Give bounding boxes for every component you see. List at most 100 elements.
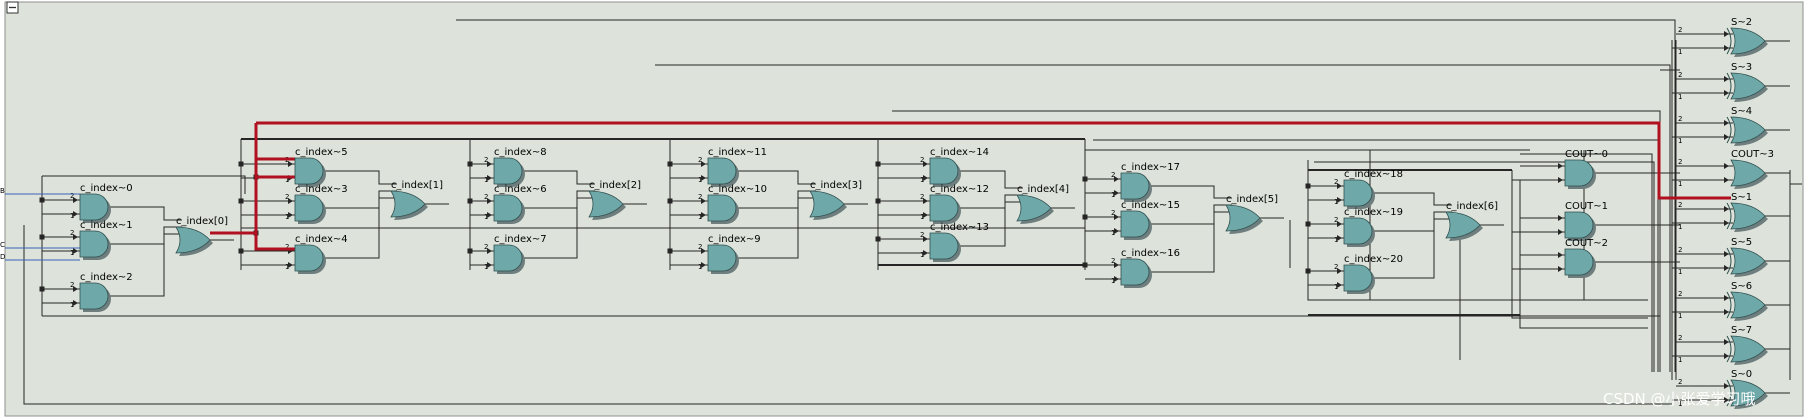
pin-number: 2 <box>1678 201 1682 209</box>
pin-arrow <box>1724 353 1729 359</box>
wire <box>524 170 595 185</box>
gate-label: c_index~7 <box>494 234 547 245</box>
pin-arrow <box>1724 90 1729 96</box>
pin-arrow <box>1558 215 1563 221</box>
wire <box>892 110 1661 372</box>
pin-arrow <box>73 300 78 306</box>
wire <box>1151 211 1232 273</box>
pin-number: 2 <box>1334 216 1338 224</box>
wire <box>738 197 816 259</box>
pin-number: 1 <box>484 213 488 221</box>
gate-and[interactable]: c_index~3 <box>294 184 348 224</box>
gate-xor[interactable]: S~3 <box>1726 62 1768 102</box>
pin-number: 1 <box>1678 400 1682 408</box>
gate-body <box>1730 247 1766 275</box>
pin-arrow <box>1114 276 1119 282</box>
gate-and[interactable]: c_index~7 <box>493 234 547 274</box>
gate-xor[interactable]: S~2 <box>1726 17 1768 57</box>
gate-xor[interactable]: S~7 <box>1726 325 1768 365</box>
gate-layer: c_index~0c_index~1 c_index~2 c_index[0] c_i… <box>79 17 1774 409</box>
pin-arrow <box>487 248 492 254</box>
wire <box>1374 218 1452 279</box>
gate-or[interactable]: c_index[6] <box>1445 201 1498 241</box>
gate-label: COUT~3 <box>1731 149 1774 160</box>
pin-number: 2 <box>70 229 74 237</box>
gate-body <box>294 194 324 222</box>
gate-label: c_index~11 <box>708 147 767 158</box>
gate-body <box>493 157 523 185</box>
gate-body <box>1730 291 1766 319</box>
gate-and[interactable]: c_index~12 <box>929 184 989 224</box>
gate-and[interactable]: c_index~15 <box>1120 200 1180 240</box>
gate-and[interactable]: c_index~5 <box>294 147 348 187</box>
pin-arrow <box>701 212 706 218</box>
gate-and[interactable]: c_index~2 <box>79 272 133 312</box>
junction <box>667 161 673 167</box>
gate-xor[interactable]: S~6 <box>1726 281 1768 321</box>
pin-number: 2 <box>698 156 702 164</box>
gate-label: S~6 <box>1731 281 1752 292</box>
minus-box-icon[interactable] <box>6 1 19 14</box>
gate-and[interactable]: c_index~18 <box>1343 169 1403 209</box>
gate-xor[interactable]: S~0 <box>1726 369 1768 409</box>
gate-label: c_index~16 <box>1121 248 1180 259</box>
pin-arrow <box>1337 282 1342 288</box>
pin-arrow <box>1114 262 1119 268</box>
pin-number: 2 <box>1678 26 1682 34</box>
gate-or[interactable]: c_index[5] <box>1225 194 1278 234</box>
wire <box>110 233 182 297</box>
gate-and[interactable]: COUT~0 <box>1564 149 1608 189</box>
pin-number: 2 <box>698 193 702 201</box>
gate-and[interactable]: c_index~11 <box>707 147 767 187</box>
gate-label: c_index~12 <box>930 184 989 195</box>
pin-arrow <box>1337 268 1342 274</box>
gate-or[interactable]: c_index[2] <box>588 180 641 220</box>
pin-arrow <box>1724 397 1729 403</box>
gate-or[interactable]: c_index[4] <box>1016 184 1069 224</box>
gate-and[interactable]: c_index~17 <box>1120 162 1180 202</box>
gate-or[interactable]: c_index[3] <box>809 180 862 220</box>
pin-arrow <box>73 197 78 203</box>
pin-arrow <box>701 175 706 181</box>
pin-arrow <box>288 262 293 268</box>
pin-number: 1 <box>1678 48 1682 56</box>
pin-arrow <box>487 198 492 204</box>
wire <box>23 225 1672 405</box>
gate-and[interactable]: c_index~10 <box>707 184 767 224</box>
gate-and[interactable]: c_index~14 <box>929 147 989 187</box>
gate-or[interactable]: c_index[0] <box>175 216 228 256</box>
gate-xor[interactable]: S~1 <box>1726 192 1768 232</box>
gate-and[interactable]: COUT~2 <box>1564 238 1608 278</box>
gate-body <box>493 244 523 272</box>
pin-arrow <box>923 198 928 204</box>
gate-body <box>1730 379 1766 407</box>
gate-and[interactable]: c_index~8 <box>493 147 547 187</box>
pin-number: 1 <box>920 213 924 221</box>
gate-and[interactable]: COUT~1 <box>1564 201 1608 241</box>
gate-xor[interactable]: S~4 <box>1726 106 1768 146</box>
watermark: CSDN @小张爱学习哦 <box>1603 390 1756 408</box>
pin-number: 1 <box>698 176 702 184</box>
pin-arrow <box>1114 190 1119 196</box>
gate-and[interactable]: c_index~20 <box>1343 254 1403 294</box>
pin-number: 1 <box>285 176 289 184</box>
junction <box>1082 262 1088 268</box>
gate-or[interactable]: c_index[1] <box>390 180 443 220</box>
gate-or[interactable]: COUT~3 <box>1730 149 1774 189</box>
gate-and[interactable]: c_index~6 <box>493 184 547 224</box>
gate-and[interactable]: c_index~19 <box>1343 207 1403 247</box>
gate-xor[interactable]: S~5 <box>1726 237 1768 277</box>
gate-and[interactable]: c_index~16 <box>1120 248 1180 288</box>
gate-and[interactable]: c_index~1 <box>79 220 133 260</box>
gate-body <box>175 226 211 254</box>
pin-arrow <box>701 161 706 167</box>
gate-and[interactable]: c_index~0 <box>79 183 133 223</box>
gate-and[interactable]: c_index~13 <box>929 222 989 262</box>
junction <box>875 236 881 242</box>
pin-number: 2 <box>1678 158 1682 166</box>
wire <box>325 170 397 185</box>
gate-and[interactable]: c_index~9 <box>707 234 761 274</box>
xor-arc <box>1726 291 1732 319</box>
gate-and[interactable]: c_index~4 <box>294 234 348 274</box>
